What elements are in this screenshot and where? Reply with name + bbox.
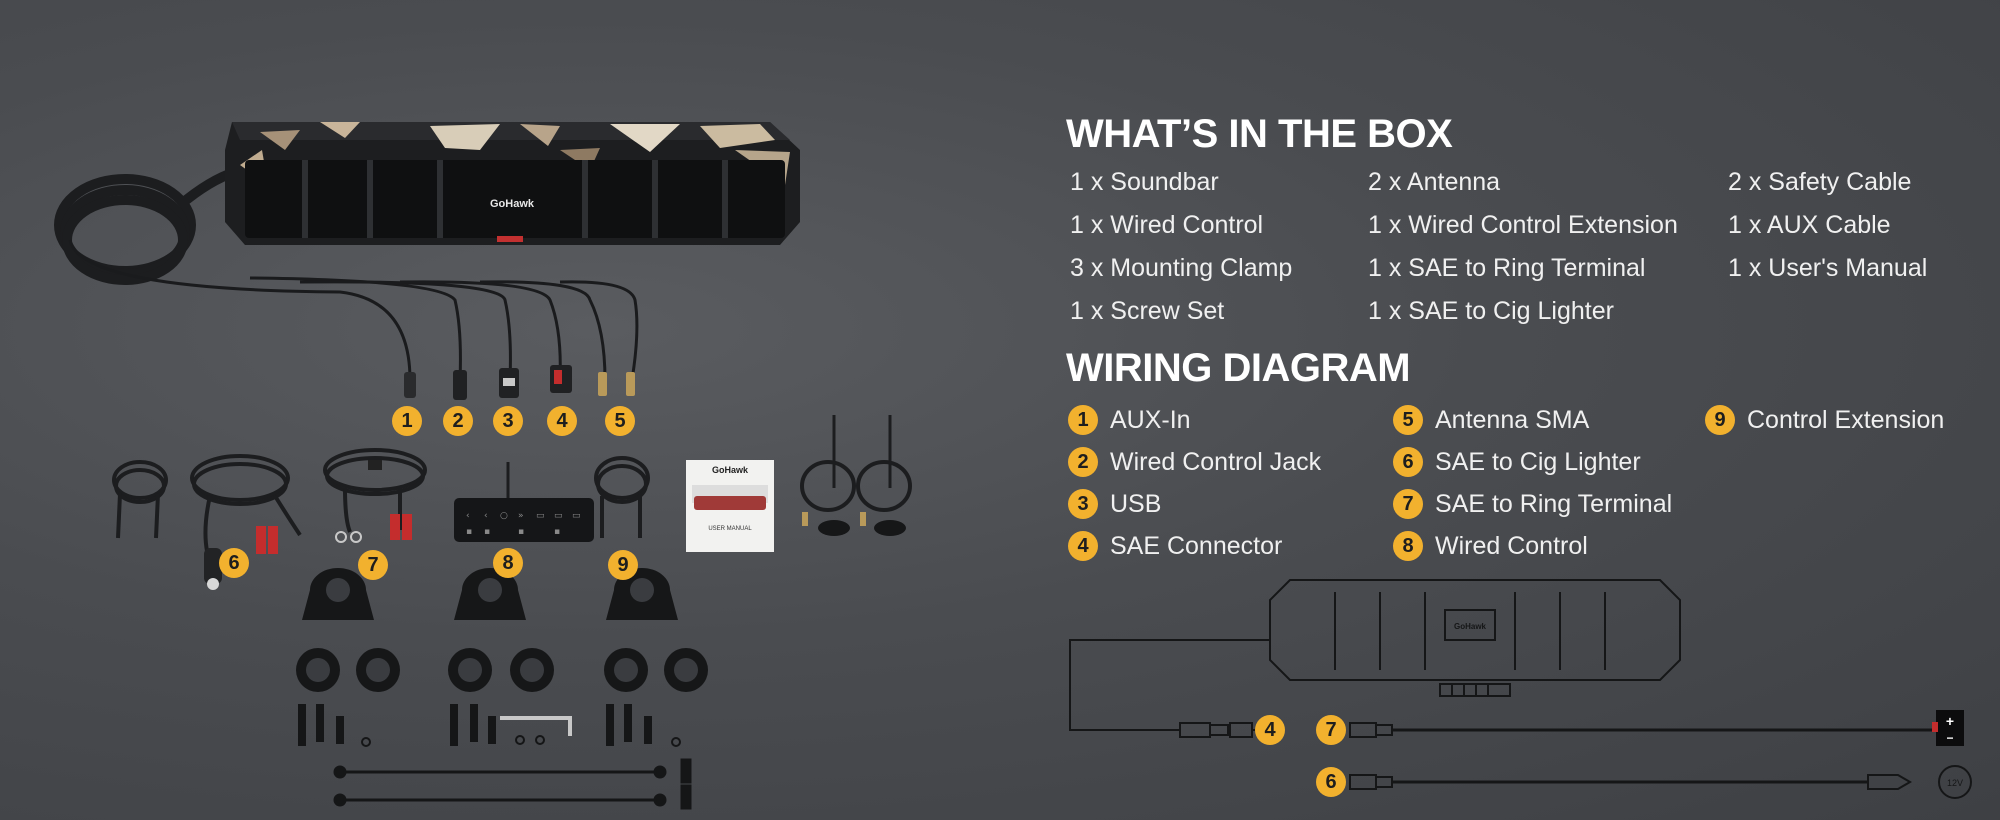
legend-item-sae-to-cig-lighter: 6 SAE to Cig Lighter: [1393, 447, 1641, 477]
photo-callout-6: 6: [219, 548, 249, 578]
wiring-title: WIRING DIAGRAM: [1066, 346, 1411, 390]
legend-label: AUX-In: [1110, 405, 1191, 434]
box-item: 1 x AUX Cable: [1728, 211, 1891, 239]
legend-item-aux-in: 1 AUX-In: [1068, 405, 1191, 435]
photo-callout-2: 2: [443, 406, 473, 436]
svg-text:‹: ‹: [466, 511, 470, 521]
connector-heads: [404, 365, 635, 400]
diagram-callout-7: 7: [1316, 715, 1346, 745]
legend-item-antenna-sma: 5 Antenna SMA: [1393, 405, 1589, 435]
mounting-clamps: [296, 568, 708, 692]
svg-text:▭: ▭: [536, 511, 545, 521]
product-photo: GoHawk: [54, 122, 912, 810]
box-item: 1 x Wired Control Extension: [1368, 211, 1678, 239]
soundbar-brand: GoHawk: [490, 198, 535, 210]
svg-text:▭: ▭: [554, 511, 563, 521]
box-item: 1 x Wired Control: [1070, 211, 1264, 239]
legend-badge: 8: [1393, 531, 1423, 561]
svg-text:▭: ▭: [572, 511, 581, 521]
legend-label: Wired Control: [1435, 531, 1588, 560]
diagram-brand: GoHawk: [1454, 622, 1487, 631]
aux-cable: [112, 460, 168, 539]
diagram-callout-4: 4: [1255, 715, 1285, 745]
wired-control-remote: ‹ ‹ ○ » ▭ ▭ ▭ ▪ ▪ ▪ ▪: [454, 462, 594, 542]
photo-callout-4: 4: [547, 406, 577, 436]
box-item: 2 x Safety Cable: [1728, 168, 1912, 196]
wiring-schematic: + − 12V GoHawk: [1069, 579, 1972, 799]
svg-text:▪: ▪: [518, 527, 524, 537]
legend-item-control-extension: 9 Control Extension: [1705, 405, 1944, 435]
manual-caption: USER MANUAL: [708, 526, 752, 532]
legend-item-wired-control: 8 Wired Control: [1393, 531, 1588, 561]
photo-callout-1: 1: [392, 406, 422, 436]
safety-cables: [333, 758, 692, 810]
box-item: 1 x SAE to Ring Terminal: [1368, 254, 1646, 282]
legend-label: SAE Connector: [1110, 531, 1283, 560]
antennas: [800, 415, 912, 536]
legend-badge: 9: [1705, 405, 1735, 435]
ring-terminal-cable: [323, 448, 427, 543]
control-extension-cable: [594, 456, 650, 538]
photo-callout-3: 3: [493, 406, 523, 436]
diagram-callout-6: 6: [1316, 767, 1346, 797]
box-item: 1 x User's Manual: [1728, 254, 1928, 282]
soundbar: [225, 122, 800, 245]
legend-badge: 7: [1393, 489, 1423, 519]
cig-lighter-cable: [190, 454, 302, 590]
legend-badge: 6: [1393, 447, 1423, 477]
battery-plus: +: [1946, 713, 1954, 729]
svg-text:○: ○: [500, 511, 508, 521]
legend-label: Antenna SMA: [1435, 405, 1590, 434]
legend-label: USB: [1110, 489, 1162, 518]
svg-text:‹: ‹: [484, 511, 488, 521]
photo-callout-9: 9: [608, 550, 638, 580]
connector-cables: [68, 239, 639, 381]
legend-item-sae-connector: 4 SAE Connector: [1068, 531, 1282, 561]
box-item: 1 x Screw Set: [1070, 297, 1225, 325]
box-item: 1 x SAE to Cig Lighter: [1368, 297, 1614, 325]
photo-callout-8: 8: [493, 548, 523, 578]
box-item: 2 x Antenna: [1368, 168, 1501, 196]
legend-badge: 3: [1068, 489, 1098, 519]
svg-text:▪: ▪: [484, 527, 490, 537]
box-item: 3 x Mounting Clamp: [1070, 254, 1293, 282]
box-title: WHAT’S IN THE BOX: [1066, 112, 1453, 156]
user-manual: [686, 460, 774, 552]
svg-text:▪: ▪: [554, 527, 560, 537]
manual-brand: GoHawk: [712, 465, 749, 475]
legend-badge: 1: [1068, 405, 1098, 435]
legend-badge: 4: [1068, 531, 1098, 561]
svg-text:▪: ▪: [466, 527, 472, 537]
photo-callout-7: 7: [358, 550, 388, 580]
legend-item-wired-control-jack: 2 Wired Control Jack: [1068, 447, 1321, 477]
legend-badge: 5: [1393, 405, 1423, 435]
box-item: 1 x Soundbar: [1070, 168, 1219, 196]
legend-item-sae-to-ring-terminal: 7 SAE to Ring Terminal: [1393, 489, 1672, 519]
outlet-label: 12V: [1947, 778, 1963, 788]
legend-label: SAE to Ring Terminal: [1435, 489, 1673, 518]
screw-set: [298, 704, 681, 747]
legend-label: Wired Control Jack: [1110, 447, 1322, 476]
svg-text:»: »: [518, 511, 524, 521]
legend-item-usb: 3 USB: [1068, 489, 1161, 519]
legend-label: Control Extension: [1747, 405, 1945, 434]
legend-badge: 2: [1068, 447, 1098, 477]
legend-label: SAE to Cig Lighter: [1435, 447, 1641, 476]
battery-minus: −: [1946, 731, 1953, 745]
coiled-cable: [54, 167, 237, 285]
photo-callout-5: 5: [605, 406, 635, 436]
